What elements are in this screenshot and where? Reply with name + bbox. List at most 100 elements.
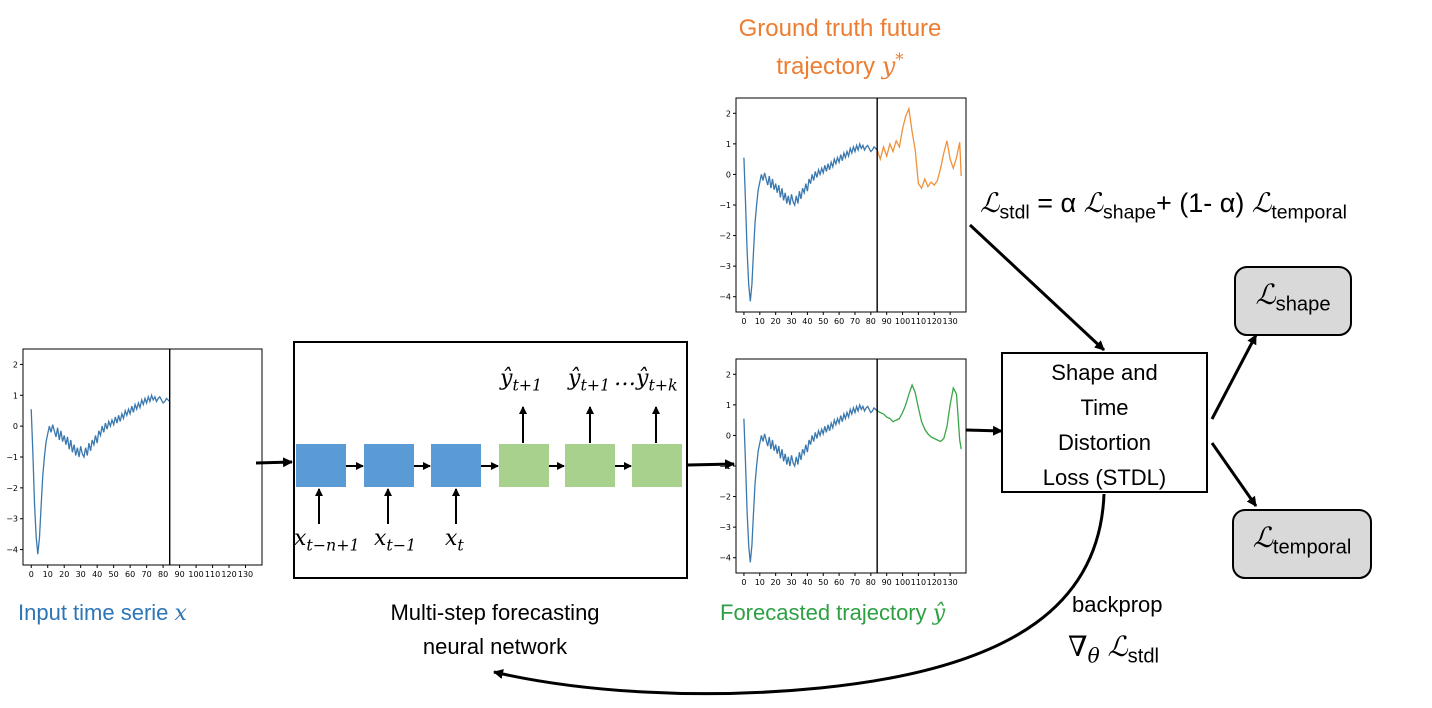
x-tick-label: 40: [92, 570, 102, 579]
loss-formula: ℒstdl = α ℒshape+ (1- α) ℒtemporal: [980, 188, 1347, 224]
arrow-formula-to-stdl: [968, 223, 1106, 352]
arrow-input-to-network: [255, 457, 293, 468]
x-tick-label: 0: [741, 578, 746, 587]
x-tick-label: 90: [174, 570, 184, 579]
ground-truth-title: Ground truth future trajectory y*: [700, 14, 980, 82]
x-tick-label: 130: [942, 578, 957, 587]
network-box: [293, 341, 688, 579]
x-tick-label: 90: [882, 578, 892, 587]
network-output-label: ŷt+1: [500, 366, 543, 395]
x-tick-label: 130: [238, 570, 253, 579]
backprop-label: backprop: [1072, 592, 1163, 617]
arrow-forecast-to-stdl: [965, 425, 1003, 436]
x-tick-label: 100: [188, 570, 203, 579]
x-tick-label: 100: [895, 317, 910, 326]
x-tick-label: 30: [76, 570, 86, 579]
y-tick-label: 0: [726, 431, 731, 440]
network-input-label: xt−1: [374, 526, 417, 555]
input-title: Input time serie x: [18, 600, 187, 626]
stdl-line: Shape and: [1051, 360, 1158, 385]
y-tick-label: −4: [719, 554, 731, 563]
x-tick-label: 50: [109, 570, 119, 579]
x-tick-label: 100: [895, 578, 910, 587]
y-tick-label: −4: [6, 546, 18, 555]
x-tick-label: 130: [942, 317, 957, 326]
stdl-line: Distortion: [1058, 430, 1151, 455]
x-tick-label: 20: [59, 570, 69, 579]
x-tick-label: 120: [927, 317, 942, 326]
x-tick-label: 0: [29, 570, 34, 579]
x-tick-label: 120: [927, 578, 942, 587]
x-tick-label: 110: [911, 317, 926, 326]
y-tick-label: 1: [726, 140, 731, 149]
x-tick-label: 40: [802, 317, 812, 326]
ground-truth-title-line1: Ground truth future: [738, 15, 942, 42]
network-title: Multi-step forecasting neural network: [330, 596, 660, 664]
shape-loss-box: [1234, 266, 1352, 336]
y-tick-label: 0: [726, 170, 731, 179]
blue-series-line: [30, 393, 171, 555]
x-tick-label: 60: [125, 570, 135, 579]
temporal-loss-box: [1232, 509, 1372, 579]
blue-series-line: [743, 402, 878, 563]
network-title-line2: neural network: [422, 634, 568, 659]
encoder-cell: [364, 444, 414, 487]
arrow-network-to-forecast: [687, 459, 735, 470]
forecast-title: Forecasted trajectory ŷ: [720, 600, 946, 626]
x-tick-label: 70: [850, 317, 860, 326]
y-tick-label: 1: [726, 401, 731, 410]
encoder-cell: [296, 444, 346, 487]
plot-frame: [22, 348, 263, 566]
y-tick-label: −4: [719, 293, 731, 302]
backprop-gradient: ∇θ ℒstdl: [1068, 630, 1160, 668]
blue-series-line: [743, 141, 878, 302]
green-series-line: [876, 383, 962, 450]
stdl-box: [1001, 352, 1208, 493]
y-tick-label: −2: [719, 232, 731, 241]
x-tick-label: 10: [755, 578, 765, 587]
x-tick-label: 60: [834, 578, 844, 587]
plot-frame: [735, 358, 967, 574]
y-tick-label: 2: [726, 370, 731, 379]
x-tick-label: 50: [818, 317, 828, 326]
arrow-stdl-to-shape: [1210, 334, 1258, 420]
x-tick-label: 120: [221, 570, 236, 579]
orange-series-line: [876, 106, 962, 190]
plot-frame: [735, 97, 967, 313]
decoder-cell: [499, 444, 549, 487]
y-tick-label: 2: [726, 109, 731, 118]
network-input-label: xt−n+1: [294, 526, 360, 555]
x-tick-label: 90: [882, 317, 892, 326]
x-tick-label: 70: [850, 578, 860, 587]
stdl-line: Time: [1080, 395, 1129, 420]
x-tick-label: 110: [205, 570, 220, 579]
x-tick-label: 70: [142, 570, 152, 579]
x-tick-label: 80: [866, 317, 876, 326]
network-output-label: …ŷt+k: [614, 366, 678, 395]
y-tick-label: −3: [6, 515, 18, 524]
x-tick-label: 20: [771, 578, 781, 587]
network-output-label: ŷt+1: [568, 366, 611, 395]
x-tick-label: 30: [786, 578, 796, 587]
temporal-loss-label: ℒtemporal: [1252, 521, 1352, 559]
encoder-cell: [431, 444, 481, 487]
x-tick-label: 10: [755, 317, 765, 326]
input-arrows: [315, 488, 460, 524]
x-tick-label: 30: [786, 317, 796, 326]
x-tick-label: 50: [818, 578, 828, 587]
output-arrows: [519, 406, 660, 443]
shape-loss-label: ℒshape: [1255, 278, 1331, 316]
x-tick-label: 80: [866, 578, 876, 587]
x-tick-label: 40: [802, 578, 812, 587]
y-tick-label: 0: [13, 422, 18, 431]
network-title-line1: Multi-step forecasting: [390, 600, 600, 625]
x-tick-label: 110: [911, 578, 926, 587]
y-tick-label: 2: [13, 360, 18, 369]
x-tick-label: 20: [771, 317, 781, 326]
x-tick-label: 60: [834, 317, 844, 326]
backprop-arrow: [493, 493, 1106, 696]
